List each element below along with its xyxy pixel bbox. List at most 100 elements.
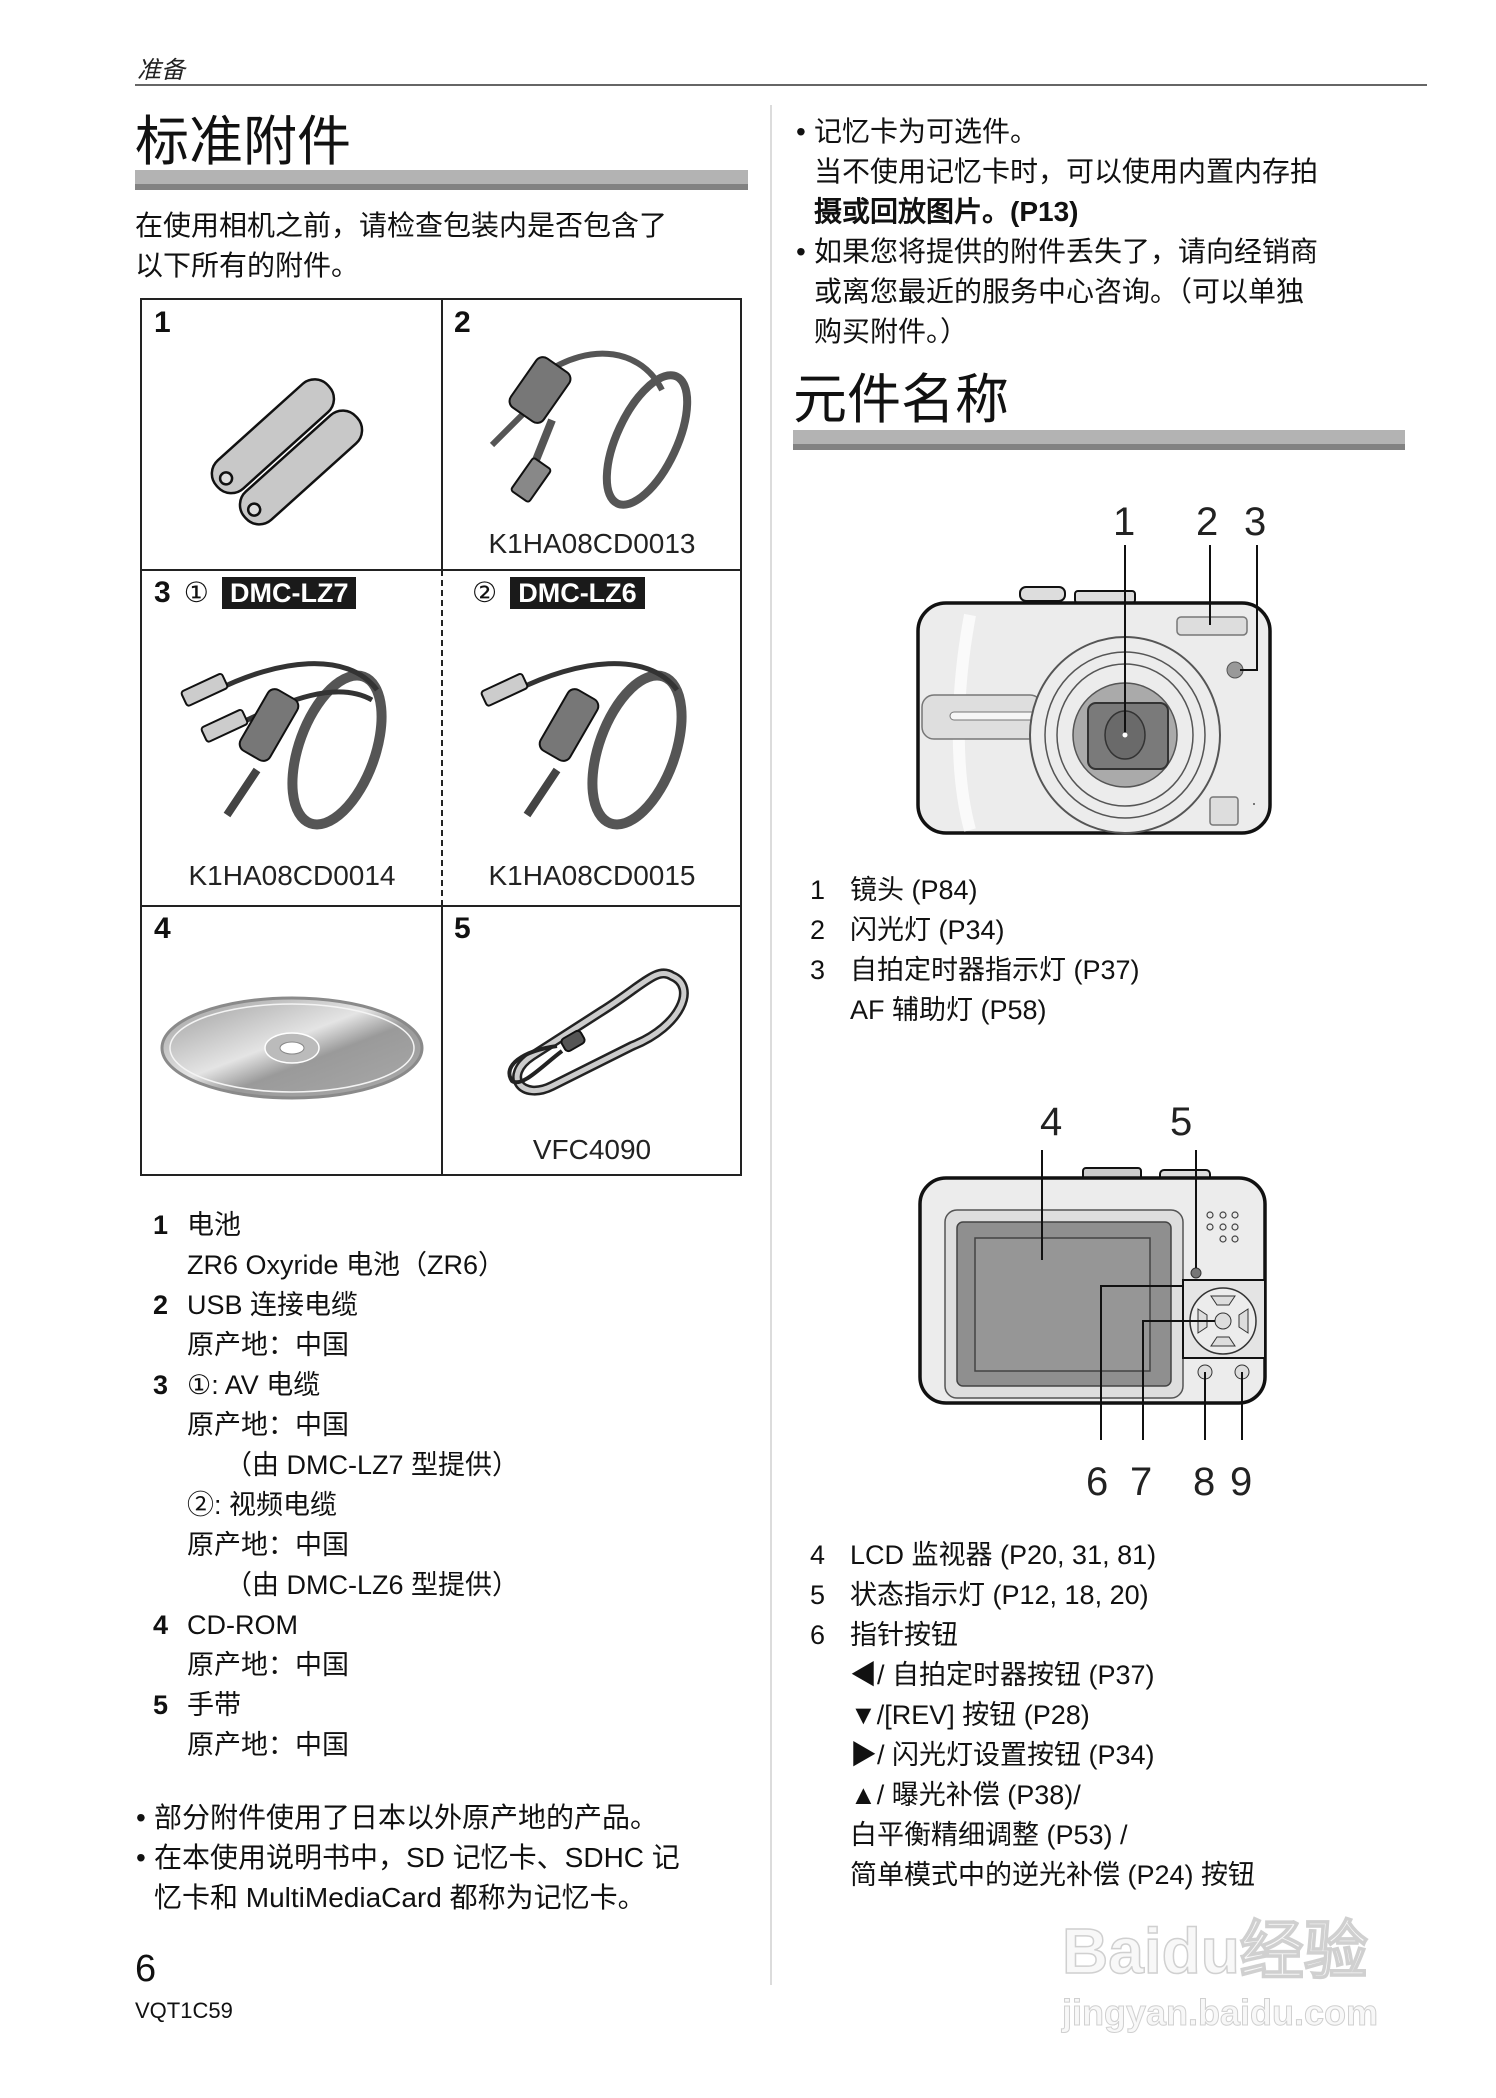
cell-number: 3 — [154, 576, 171, 609]
item-text: 白平衡精细调整 (P53) / — [850, 1820, 1128, 1850]
callout-7: 7 — [1130, 1460, 1153, 1504]
item-text: （由 DMC-LZ6 型提供） — [225, 1570, 520, 1600]
item-text: ◀/ 自拍定时器按钮 (P37) — [850, 1660, 1155, 1690]
item-text: 状态指示灯 (P12, 18, 20) — [850, 1580, 1149, 1610]
intro-text: 在使用相机之前，请检查包装内是否包含了 以下所有的附件。 — [135, 206, 667, 286]
item-text: 原产地：中国 — [187, 1650, 349, 1680]
header-rule — [135, 84, 1427, 86]
grid-divider — [441, 906, 443, 1176]
note-line: 当不使用记忆卡时，可以使用内置内存拍 — [796, 152, 1416, 192]
cell-usb-cable: 2 K1HA08CD0013 — [442, 300, 742, 570]
callout-5: 5 — [1170, 1100, 1193, 1144]
item-number: 3 — [153, 1370, 169, 1400]
item-number: 1 — [810, 875, 826, 905]
list-item: 原产地：中国 — [153, 1405, 753, 1445]
item-text: （由 DMC-LZ7 型提供） — [225, 1450, 520, 1480]
callout-2: 2 — [1196, 500, 1219, 544]
item-text: 自拍定时器指示灯 (P37) — [850, 955, 1140, 985]
note-text: 当不使用记忆卡时，可以使用内置内存拍 — [814, 156, 1319, 187]
note-line: • 如果您将提供的附件丢失了，请向经销商 — [796, 232, 1416, 272]
list-item: ◀/ 自拍定时器按钮 (P37) — [810, 1655, 1450, 1695]
callout-6: 6 — [1086, 1460, 1109, 1504]
callout-1: 1 — [1113, 500, 1136, 544]
callout-3: 3 — [1244, 500, 1267, 544]
list-item: ZR6 Oxyride 电池（ZR6） — [153, 1245, 753, 1285]
list-item: 原产地：中国 — [153, 1525, 753, 1565]
grid-divider — [142, 569, 740, 571]
list-item: 原产地：中国 — [153, 1325, 753, 1365]
item-number: 1 — [153, 1210, 169, 1240]
item-number: 2 — [810, 915, 826, 945]
video-cable-icon — [480, 661, 687, 830]
list-item: 1 电池 — [153, 1205, 753, 1245]
note-text: 摄或回放图片。(P13) — [814, 196, 1079, 227]
note-line: 摄或回放图片。(P13) — [796, 192, 1416, 232]
note-text: 或离您最近的服务中心咨询。（可以单独 — [814, 276, 1305, 307]
list-item: （由 DMC-LZ7 型提供） — [153, 1445, 753, 1485]
callout-9: 9 — [1230, 1460, 1253, 1504]
list-item: 3 自拍定时器指示灯 (P37) — [810, 950, 1430, 990]
cell-batteries: 1 — [142, 300, 442, 570]
circled-number: ② — [472, 576, 498, 609]
usb-cable-icon — [489, 350, 692, 509]
item-text: ▲/ 曝光补偿 (P38)/ — [850, 1780, 1081, 1810]
item-number: 6 — [810, 1620, 826, 1650]
item-text: 原产地：中国 — [187, 1530, 349, 1560]
battery-icon — [210, 378, 364, 526]
item-number: 5 — [810, 1580, 826, 1610]
cell-number: 2 — [454, 306, 471, 339]
grid-divider — [441, 300, 443, 570]
variant-header-2: ② DMC-LZ6 — [464, 576, 645, 609]
item-number: 3 — [810, 955, 826, 985]
item-text: ZR6 Oxyride 电池（ZR6） — [187, 1250, 506, 1280]
title-bar — [135, 170, 748, 190]
list-item: ▶/ 闪光灯设置按钮 (P34) — [810, 1735, 1450, 1775]
watermark-url: jingyan.baidu.com — [1062, 1992, 1379, 2034]
note-text: 在本使用说明书中，SD 记忆卡、SDHC 记 — [154, 1842, 680, 1873]
column-divider — [770, 105, 772, 1985]
bullet: • — [796, 236, 806, 267]
item-text: 原产地：中国 — [187, 1410, 349, 1440]
item-text: LCD 监视器 (P20, 31, 81) — [850, 1540, 1157, 1570]
camera-front-illustration — [916, 545, 1272, 835]
item-text: 电池 — [187, 1210, 241, 1240]
grid-divider-dashed — [441, 570, 443, 906]
callout-4: 4 — [1040, 1100, 1063, 1144]
model-tag: DMC-LZ7 — [221, 577, 357, 609]
bullet: • — [136, 1842, 146, 1873]
grid-divider — [142, 905, 740, 907]
page-number: 6 — [135, 1948, 157, 1990]
note-text: 部分附件使用了日本以外原产地的产品。 — [154, 1802, 659, 1833]
cell-number: 4 — [154, 912, 171, 945]
right-notes: •记忆卡为可选件。 当不使用记忆卡时，可以使用内置内存拍 摄或回放图片。(P13… — [796, 112, 1416, 352]
note-line: 购买附件。） — [796, 312, 1416, 352]
watermark-logo: Baidu经验 — [1061, 1914, 1368, 1988]
baidu-watermark: Baidu经验 jingyan.baidu.com — [1061, 1900, 1407, 2040]
list-item: ▼/[REV] 按钮 (P28) — [810, 1695, 1450, 1735]
list-item: 原产地：中国 — [153, 1725, 753, 1765]
list-item: 白平衡精细调整 (P53) / — [810, 1815, 1450, 1855]
item-text: 镜头 (P84) — [850, 875, 978, 905]
item-text: AF 辅助灯 (P58) — [850, 995, 1047, 1025]
bullet: • — [796, 116, 806, 147]
item-number: 5 — [153, 1690, 169, 1720]
callout-8: 8 — [1193, 1460, 1216, 1504]
item-text: 简单模式中的逆光补偿 (P24) 按钮 — [850, 1860, 1256, 1890]
cd-rom-icon — [160, 996, 424, 1100]
item-text: ▼/[REV] 按钮 (P28) — [850, 1700, 1090, 1730]
part-code: K1HA08CD0015 — [488, 860, 696, 891]
note-line: 或离您最近的服务中心咨询。（可以单独 — [796, 272, 1416, 312]
circled-number: ① — [183, 576, 209, 609]
av-cable-icon — [180, 661, 387, 830]
item-number: 4 — [153, 1610, 169, 1640]
list-item: 1 镜头 (P84) — [810, 870, 1430, 910]
intro-line: 在使用相机之前，请检查包装内是否包含了 — [135, 209, 668, 242]
note-line: •记忆卡为可选件。 — [796, 112, 1416, 152]
note-text: 如果您将提供的附件丢失了，请向经销商 — [814, 236, 1319, 267]
